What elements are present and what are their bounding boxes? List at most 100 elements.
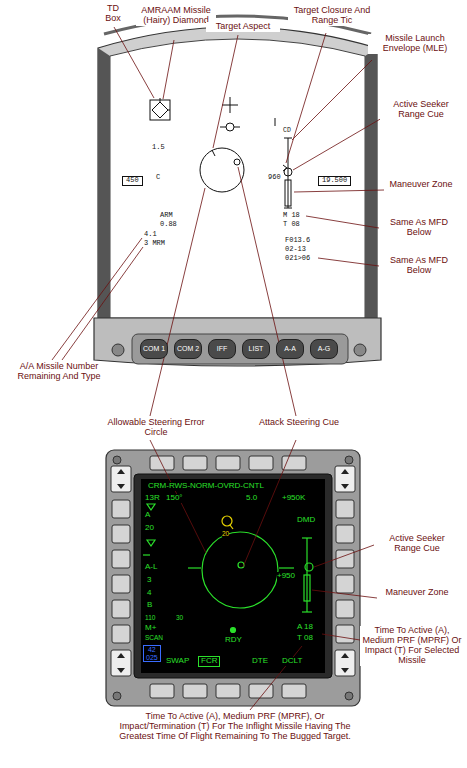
mfd-symbology [302,537,312,538]
display-readout: T 08 [283,221,300,229]
display-readout: A [145,511,150,520]
callout-label: Active Seeker Range Cue [374,534,460,554]
mfd-symbology [147,540,155,546]
callout-label: Attack Steering Cue [250,418,348,428]
callout-label: Maneuver Zone [378,588,456,598]
display-readout: 20 [222,530,229,537]
callout-label: Missile Launch Envelope (MLE) [368,34,462,54]
hud-symbology [152,102,168,118]
hud-symbology [284,138,292,139]
callout-label: Time To Active (A), Medium PRF (MPRF) Or… [360,626,464,666]
hud-symbology [200,148,244,192]
hud-symbology [168,110,170,111]
display-readout: 20 [145,524,154,533]
hud-button: COM 2 [174,339,202,359]
hud-symbology [226,123,234,131]
display-readout: CD [283,127,291,134]
hud-symbology [284,168,292,176]
hud-symbology [150,100,170,120]
altitude-box: 19.500 [318,176,351,186]
mfd-housing [336,525,354,543]
callout-label: AMRAAM Missile (Hairy) Diamond [136,6,216,26]
mfd-housing [183,684,207,698]
mfd-housing [216,456,240,470]
hud-symbology [160,98,161,102]
mfd-housing [282,684,306,698]
mfd-housing [336,575,354,593]
leader-line [52,238,142,360]
display-readout: 4 [147,589,151,598]
mfd-symbology [230,525,233,529]
mfd-housing [216,684,240,698]
callout-label: Maneuver Zone [384,180,458,190]
display-readout: ARM [160,212,173,220]
mfd-housing [112,456,354,698]
mfd-housing [106,450,360,706]
node-text: 025 [146,654,158,662]
display-readout: 0.88 [160,221,177,229]
display-readout: DTE [252,657,268,666]
mfd-housing [113,456,121,464]
mfd-symbology [143,554,150,555]
hud-housing [98,27,377,330]
leader-line [294,190,384,192]
display-readout: DMD [297,516,315,525]
leader-line [322,634,360,640]
hud-symbology [212,150,215,156]
hud-housing [98,48,110,330]
hud-symbology [234,127,240,128]
hud-housing [94,318,381,366]
callout-label: Target Closure And Range Tic [288,6,376,26]
hud-symbology [220,127,226,128]
leader-line [293,118,382,170]
display-readout: F013.6 [285,237,310,245]
mode-box: FCR [198,656,220,667]
mfd-housing [113,692,121,700]
hud-housing [112,344,124,356]
mfd-symbology [188,567,201,568]
leader-line [318,258,379,266]
display-readout: 1.5 [152,144,165,152]
hud-housing [132,334,348,364]
mfd-housing [336,500,354,518]
mfd-housing [341,484,349,489]
mfd-housing [345,692,353,700]
display-readout: 110 [145,614,155,621]
mfd-housing [112,525,130,543]
hud-symbology [234,159,240,165]
hud-symbology [285,180,291,206]
mfd-housing [112,625,130,643]
mfd-housing [341,653,349,658]
display-readout: 3 MRM [144,240,165,248]
leader-line [314,545,374,567]
display-readout: SWAP [166,657,189,666]
callout-label: Same As MFD Below [380,256,458,276]
leader-line [306,216,379,228]
callout-label: TD Box [100,4,126,24]
mfd-symbology [202,532,278,608]
node-text: IFF [217,345,228,353]
hud-housing [110,39,365,318]
datalink-box: 42025 [143,645,161,662]
hud-symbology [284,208,292,209]
mfd-housing [150,684,174,698]
node-text: 19.500 [322,177,347,185]
mfd-symbology [304,575,310,601]
mfd-housing [111,650,131,676]
display-readout: M+ [145,624,156,633]
display-readout: C [156,174,160,182]
node-text: 42 [146,646,158,654]
leader-line [312,590,377,598]
mfd-symbology [143,504,313,633]
mfd-symbology [302,611,312,612]
mfd-housing [117,469,125,474]
mfd-housing [335,650,355,676]
leader-line [292,60,372,140]
callout-label: Same As MFD Below [380,218,458,238]
airspeed-box: 450 [122,176,143,186]
display-readout: +950K [282,494,305,503]
display-readout: A 18 [297,623,313,632]
leader-line [238,167,296,416]
mfd-symbology [305,563,313,571]
mfd-housing [249,456,273,470]
